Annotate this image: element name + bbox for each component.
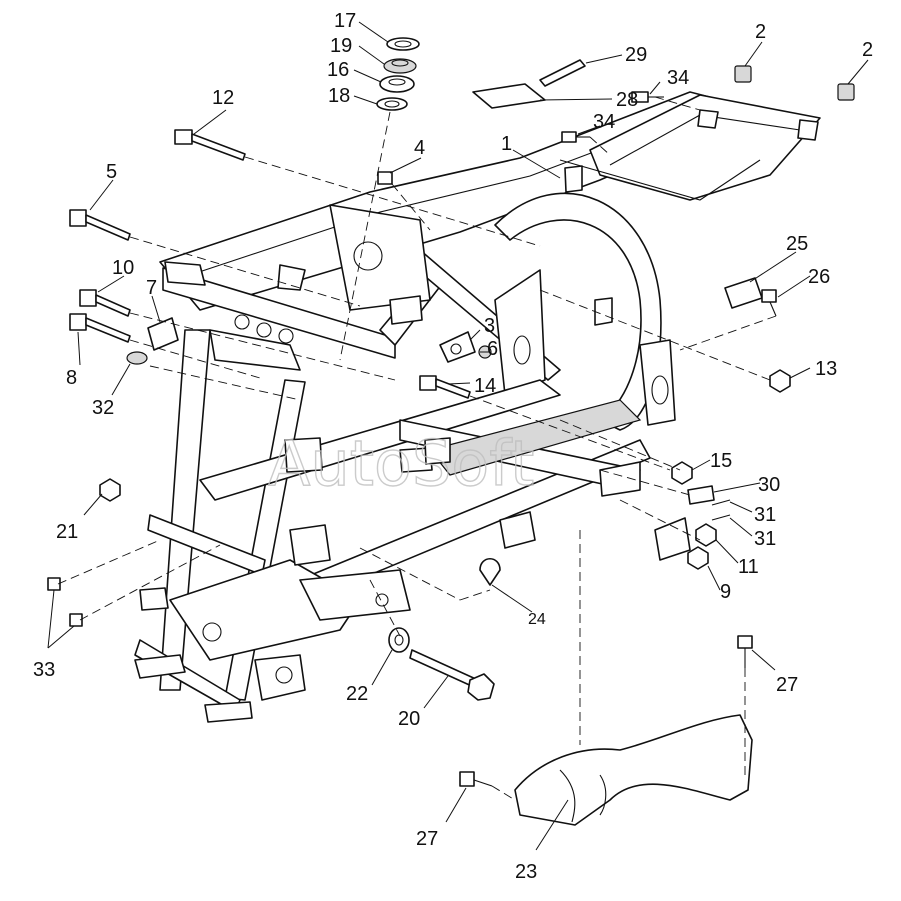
callout-25: 25: [786, 233, 808, 255]
callout-10: 10: [112, 257, 134, 279]
callout-12: 12: [212, 87, 234, 109]
callout-28: 28: [616, 89, 638, 111]
callout-32: 32: [92, 397, 114, 419]
callout-2-right: 2: [862, 39, 873, 61]
alignment-lines: [57, 96, 777, 801]
callout-20: 20: [398, 708, 420, 730]
callout-4: 4: [414, 137, 425, 159]
callout-24: 24: [528, 611, 546, 628]
leader-lines: [47, 21, 869, 851]
callout-17: 17: [334, 10, 356, 32]
callout-8: 8: [66, 367, 77, 389]
callout-15: 15: [710, 450, 732, 472]
callout-31-upper: 31: [754, 504, 776, 526]
callout-9: 9: [720, 581, 731, 603]
callout-31-lower: 31: [754, 528, 776, 550]
callout-labels: 17 19 16 18 29 28 2 2 34 34 12 1 4 5 10 …: [33, 10, 873, 883]
callout-27-left: 27: [416, 828, 438, 850]
callout-3: 3: [484, 315, 495, 337]
callout-33: 33: [33, 659, 55, 681]
callout-6: 6: [487, 338, 498, 360]
watermark-text: AutoSoft: [268, 427, 534, 500]
callout-34-lower: 34: [593, 111, 615, 133]
callout-14: 14: [474, 375, 496, 397]
callout-16: 16: [327, 59, 349, 81]
callout-13: 13: [815, 358, 837, 380]
callout-5: 5: [106, 161, 117, 183]
callout-26: 26: [808, 266, 830, 288]
callout-7: 7: [146, 277, 157, 299]
callout-21: 21: [56, 521, 78, 543]
callout-27-right: 27: [776, 674, 798, 696]
callout-18: 18: [328, 85, 350, 107]
callout-1: 1: [501, 133, 512, 155]
callout-22: 22: [346, 683, 368, 705]
callout-29: 29: [625, 44, 647, 66]
callout-19: 19: [330, 35, 352, 57]
callout-2-left: 2: [755, 21, 766, 43]
frame-assembly: [134, 91, 821, 723]
callout-34-upper: 34: [667, 67, 689, 89]
callout-11: 11: [738, 556, 759, 578]
callout-23: 23: [515, 861, 537, 883]
callout-30: 30: [758, 474, 780, 496]
